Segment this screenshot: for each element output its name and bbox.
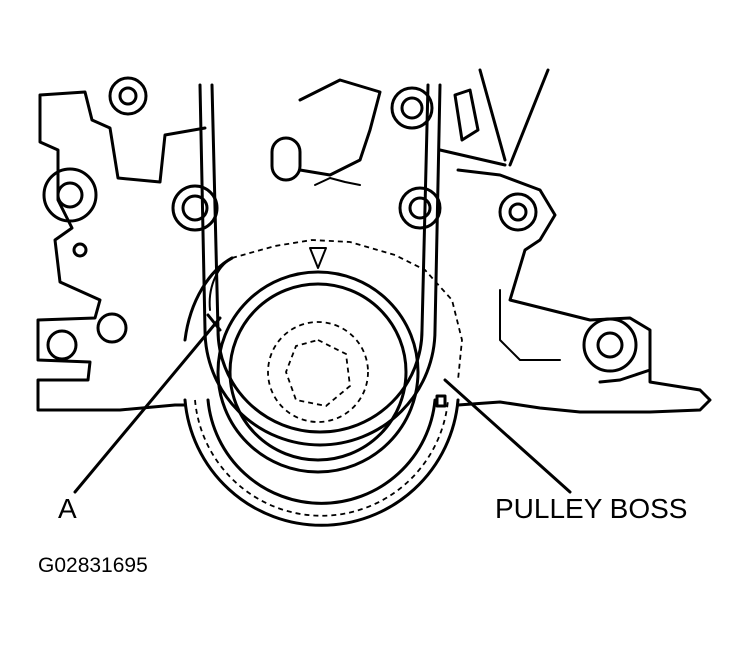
engine-block-outline	[36, 90, 712, 414]
upper-bolt-bosses	[42, 76, 638, 373]
crankshaft-pulley	[216, 247, 420, 474]
pulley-boss-pointer	[435, 378, 572, 494]
timing-belt	[198, 83, 442, 447]
tool-hand-shape	[298, 78, 480, 186]
label-a: A	[58, 493, 77, 524]
oil-pump-housing	[183, 239, 463, 381]
crank-seal-arcs	[183, 398, 460, 527]
mark-a-pointer	[73, 313, 222, 494]
figure-code: G02831695	[38, 554, 148, 577]
label-pulley-boss: PULLEY BOSS	[495, 493, 687, 524]
tensioner-arm	[438, 68, 550, 167]
